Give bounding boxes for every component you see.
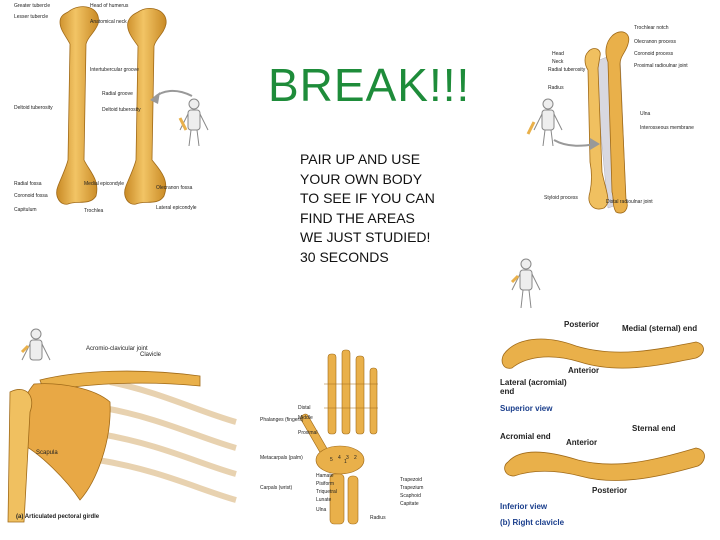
forearm-figure: Trochlear notch Olecranon process Corono… bbox=[508, 22, 708, 222]
instruction-line: PAIR UP AND USE bbox=[300, 150, 460, 170]
label-intertubercular-groove: Intertubercular groove bbox=[90, 68, 139, 74]
label-anatomical-neck: Anatomical neck bbox=[90, 20, 127, 26]
skeleton-icon bbox=[512, 259, 540, 308]
label-posterior-bottom: Posterior bbox=[592, 486, 627, 495]
label-interosseous-membrane: Interosseous membrane bbox=[640, 126, 694, 132]
label-number-2: 2 bbox=[354, 456, 357, 462]
label-capitulum: Capitulum bbox=[14, 208, 37, 214]
label-inferior-view: Inferior view bbox=[500, 502, 547, 511]
label-number-5: 5 bbox=[330, 458, 333, 464]
label-coronoid-fossa: Coronoid fossa bbox=[14, 194, 48, 200]
skeleton-icon bbox=[22, 329, 50, 360]
clavicle-caption: (b) Right clavicle bbox=[500, 518, 564, 527]
label-deltoid-tuberosity-right: Deltoid tuberosity bbox=[102, 108, 141, 114]
label-posterior-top: Posterior bbox=[564, 320, 599, 329]
label-lateral-acromial-end: Lateral (acromial) end bbox=[500, 378, 580, 396]
instruction-line: YOUR OWN BODY bbox=[300, 170, 460, 190]
label-lesser-tubercle: Lesser tubercle bbox=[14, 15, 48, 21]
label-olecranon-fossa: Olecranon fossa bbox=[156, 186, 192, 192]
pectoral-caption: (a) Articulated pectoral girdle bbox=[16, 514, 99, 521]
label-olecranon-process: Olecranon process bbox=[634, 40, 676, 46]
label-greater-tubercle: Greater tubercle bbox=[14, 4, 50, 10]
label-trochlea: Trochlea bbox=[84, 209, 103, 215]
label-trochlear-notch: Trochlear notch bbox=[634, 26, 669, 32]
label-distal: Distal bbox=[298, 406, 311, 412]
label-superior-view: Superior view bbox=[500, 404, 552, 413]
radius-ulna-illustration bbox=[508, 22, 708, 222]
label-radial-tuberosity: Radial tuberosity bbox=[548, 68, 585, 74]
label-pisiform: Pisiform bbox=[316, 482, 334, 488]
label-clavicle: Clavicle bbox=[140, 352, 161, 359]
label-proximal-radioulnar-joint: Proximal radioulnar joint bbox=[634, 64, 688, 70]
label-phalanges: Phalanges (fingers) bbox=[260, 418, 303, 424]
label-head-of-humerus: Head of humerus bbox=[90, 4, 128, 10]
label-radius: Radius bbox=[548, 86, 564, 92]
label-ulna: Ulna bbox=[316, 508, 326, 514]
label-medial-epicondyle: Medial epicondyle bbox=[84, 182, 124, 188]
label-radial-groove: Radial groove bbox=[102, 92, 133, 98]
skeleton-icon bbox=[534, 99, 562, 146]
instruction-line: 30 SECONDS bbox=[300, 248, 460, 268]
label-lateral-epicondyle: Lateral epicondyle bbox=[156, 206, 197, 212]
label-medial-sternal-end: Medial (sternal) end bbox=[622, 324, 712, 333]
label-lunate: Lunate bbox=[316, 498, 331, 504]
pectoral-girdle-illustration bbox=[0, 322, 240, 527]
label-carpals: Carpals (wrist) bbox=[260, 486, 292, 492]
label-sternal-end: Sternal end bbox=[632, 424, 676, 433]
label-proximal: Proximal bbox=[298, 431, 317, 437]
label-triquetral: Triquetral bbox=[316, 490, 337, 496]
label-number-3: 3 bbox=[346, 456, 349, 462]
skeleton-icon bbox=[180, 99, 208, 146]
label-metacarpals: Metacarpals (palm) bbox=[260, 456, 303, 462]
pectoral-girdle-figure: Acromio-clavicular joint Clavicle Scapul… bbox=[0, 322, 240, 527]
label-capitate: Capitate bbox=[400, 502, 419, 508]
slide-instructions: PAIR UP AND USE YOUR OWN BODY TO SEE IF … bbox=[300, 150, 460, 267]
hand-figure: Distal Middle Proximal Phalanges (finger… bbox=[258, 348, 438, 528]
label-anterior-bottom: Anterior bbox=[566, 438, 597, 447]
label-trapezium: Trapezium bbox=[400, 486, 423, 492]
label-coronoid-process: Coronoid process bbox=[634, 52, 673, 58]
label-scaphoid: Scaphoid bbox=[400, 494, 421, 500]
label-styloid-process: Styloid process bbox=[544, 196, 578, 202]
label-distal-radioulnar-joint: Distal radioulnar joint bbox=[606, 200, 653, 206]
label-number-4: 4 bbox=[338, 456, 341, 462]
slide-title: BREAK!!! bbox=[268, 58, 470, 112]
label-anterior-top: Anterior bbox=[568, 366, 599, 375]
label-neck: Neck bbox=[552, 60, 563, 66]
label-acromioclavicular-joint: Acromio-clavicular joint bbox=[86, 346, 148, 353]
instruction-line: WE JUST STUDIED! bbox=[300, 228, 460, 248]
clavicle-figure: Posterior Medial (sternal) end Anterior … bbox=[496, 254, 716, 532]
label-deltoid-tuberosity-left: Deltoid tuberosity bbox=[14, 106, 53, 112]
label-hamate: Hamate bbox=[316, 474, 334, 480]
label-radial-fossa: Radial fossa bbox=[14, 182, 42, 188]
humerus-figure: Greater tubercle Lesser tubercle Head of… bbox=[10, 0, 220, 220]
label-acromial-end: Acromial end bbox=[500, 432, 551, 441]
instruction-line: FIND THE AREAS bbox=[300, 209, 460, 229]
label-ulna: Ulna bbox=[640, 112, 650, 118]
label-trapezoid: Trapezoid bbox=[400, 478, 422, 484]
label-scapula: Scapula bbox=[36, 450, 58, 457]
label-radius: Radius bbox=[370, 516, 386, 522]
instruction-line: TO SEE IF YOU CAN bbox=[300, 189, 460, 209]
label-head: Head bbox=[552, 52, 564, 58]
